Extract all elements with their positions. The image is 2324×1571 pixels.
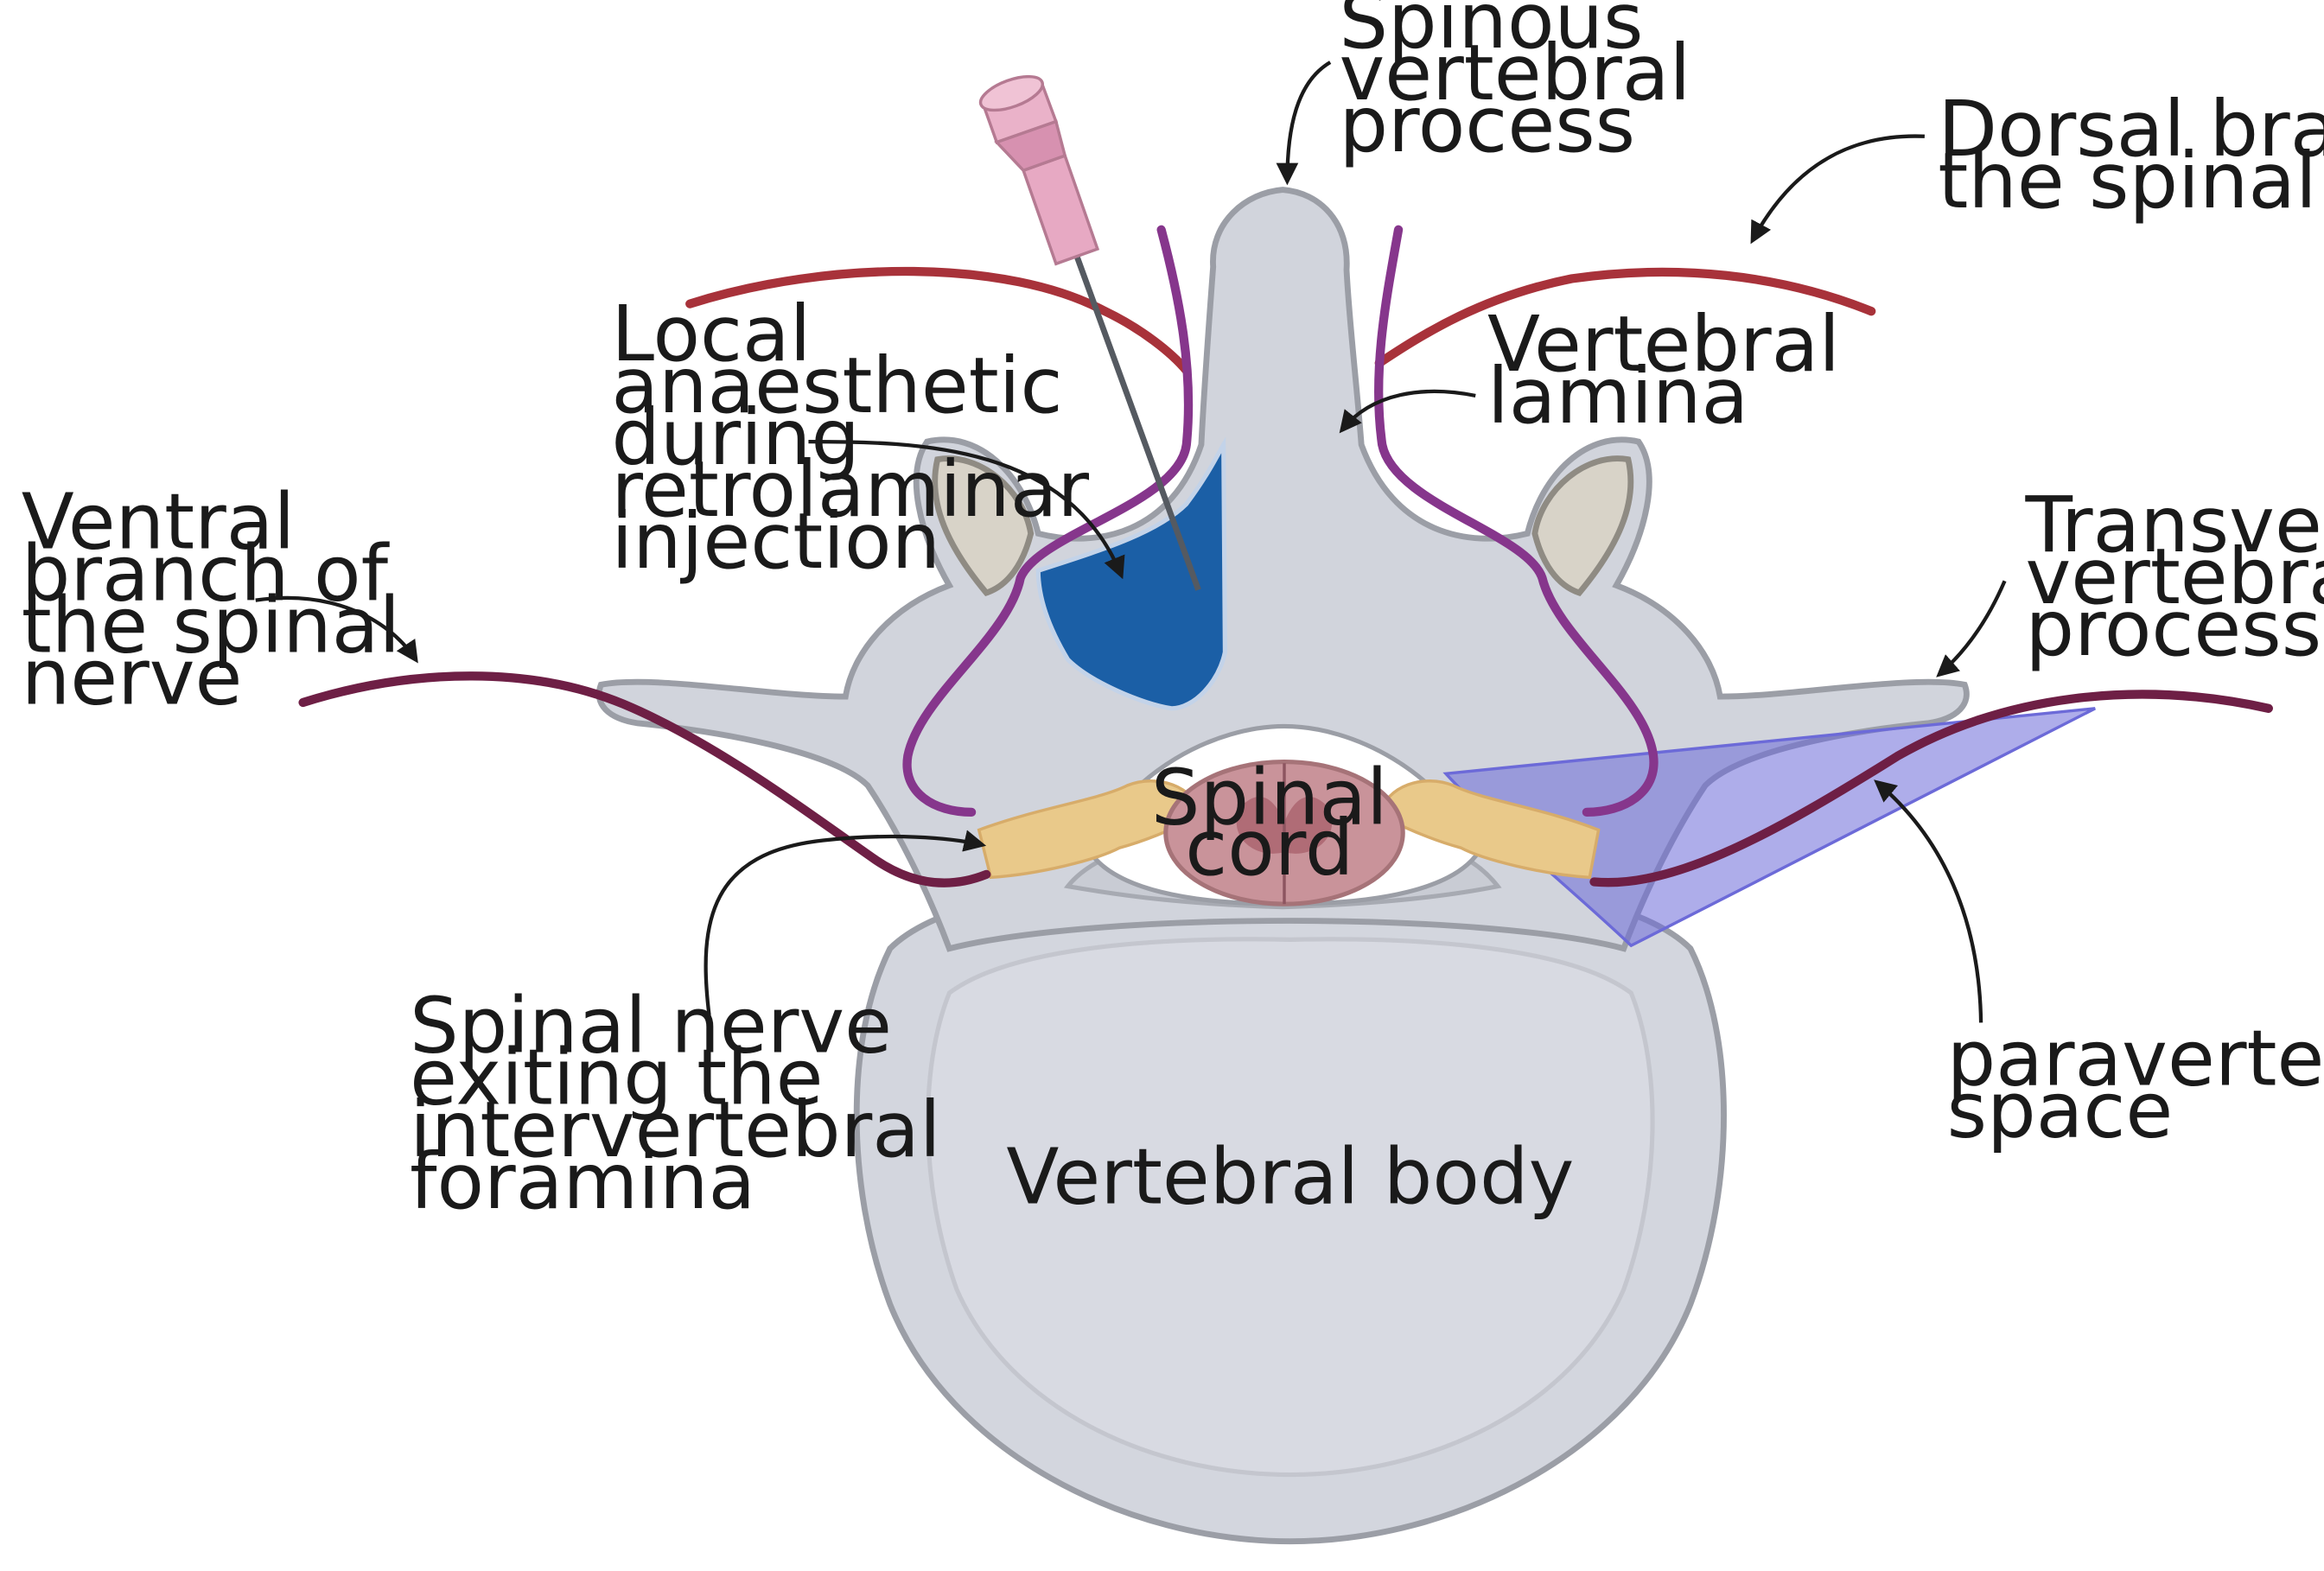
label-transverse: Transverse vertebral process — [2025, 480, 2324, 674]
svg-text:Transverse: Transverse — [2025, 480, 2324, 570]
svg-text:Spinal: Spinal — [1151, 754, 1388, 843]
svg-text:injection: injection — [611, 497, 940, 587]
svg-text:vertebral: vertebral — [1339, 29, 1690, 118]
label-dorsal: Dorsal branch of the spinal nerve — [1938, 85, 2324, 226]
svg-text:process: process — [1339, 80, 1635, 170]
label-paravertebral: paravertebral space — [1947, 1014, 2324, 1155]
svg-text:vertebral: vertebral — [2026, 532, 2324, 622]
svg-text:Ventral: Ventral — [22, 478, 296, 568]
ventral-nerve-branches — [298, 671, 2273, 887]
svg-text:the spinal: the spinal — [22, 582, 400, 671]
arrow-spinous — [1276, 60, 1332, 186]
label-vertebral-body: Vertebral body — [1006, 1133, 1574, 1223]
svg-text:Local: Local — [611, 289, 811, 379]
needle-icon — [978, 74, 1201, 591]
arrow-transverse — [1936, 580, 2007, 677]
svg-text:paravertebral: paravertebral — [1947, 1014, 2324, 1104]
svg-text:retrolaminar: retrolaminar — [611, 445, 1089, 535]
svg-text:space: space — [1947, 1065, 2174, 1155]
svg-text:foramina: foramina — [410, 1137, 755, 1227]
svg-text:intervertebral: intervertebral — [410, 1085, 941, 1175]
facet-joints — [932, 455, 1634, 597]
arrow-exiting — [704, 830, 987, 1016]
svg-text:branch of: branch of — [22, 530, 391, 620]
svg-text:Dorsal branch of: Dorsal branch of — [1938, 85, 2324, 175]
svg-text:during: during — [611, 393, 860, 483]
svg-text:cord: cord — [1185, 804, 1353, 894]
label-spinous: Spinous vertebral process — [1339, 0, 1690, 170]
arrow-dorsal — [1750, 134, 1926, 245]
svg-text:anaesthetic: anaesthetic — [611, 341, 1062, 431]
svg-text:the spinal nerve: the spinal nerve — [1938, 137, 2324, 226]
dorsal-nerve-branches — [685, 266, 1876, 375]
svg-text:process: process — [2026, 584, 2322, 674]
arrow-local — [808, 439, 1125, 580]
label-local-anaesthetic: Local anaesthetic during retrolaminar in… — [611, 289, 1089, 587]
arrow-lamina — [1339, 389, 1476, 434]
curved-arrow-icon — [255, 60, 2007, 1023]
label-ventral: Ventral branch of the spinal nerve — [22, 478, 400, 723]
svg-text:nerve: nerve — [22, 633, 243, 723]
svg-text:Spinal nerve: Spinal nerve — [410, 982, 892, 1072]
svg-text:Vertebral: Vertebral — [1487, 300, 1840, 390]
label-spinal-cord: Spinal cord — [1151, 754, 1388, 894]
vertebral-body — [853, 874, 1727, 1545]
svg-text:lamina: lamina — [1487, 352, 1748, 442]
label-exiting-nerve: Spinal nerve exiting the intervertebral … — [410, 982, 941, 1227]
arrow-paravertebral — [1874, 779, 1983, 1023]
spinal-cord — [1163, 759, 1405, 906]
svg-text:Spinous: Spinous — [1339, 0, 1643, 67]
label-lamina: Vertebral lamina — [1487, 300, 1840, 442]
svg-text:exiting the: exiting the — [410, 1034, 823, 1123]
local-anaesthetic-pool — [1035, 436, 1227, 711]
spinal-nerve-paths — [902, 225, 1659, 817]
arrow-ventral — [255, 595, 418, 664]
